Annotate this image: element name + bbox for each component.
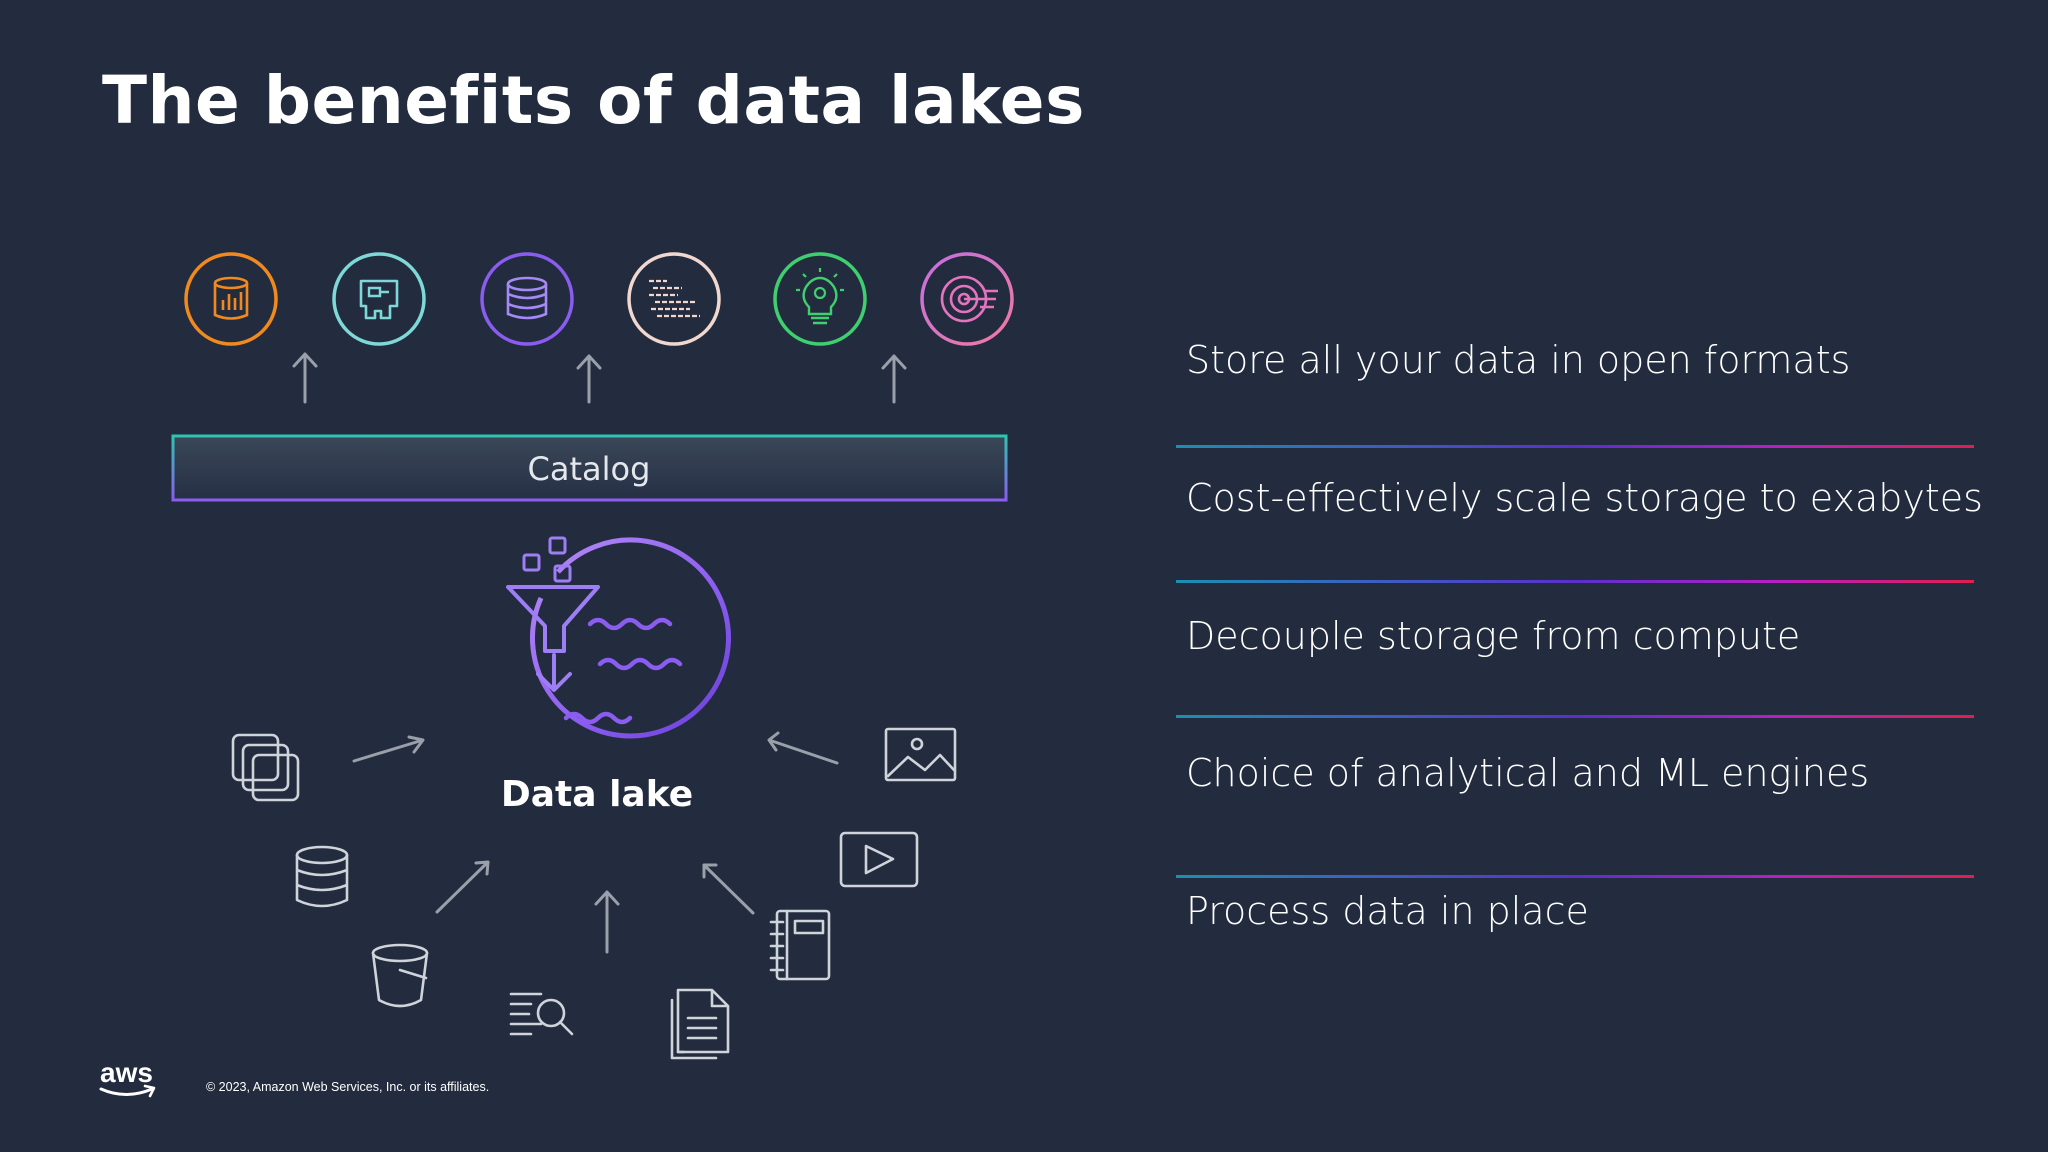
benefit-item: Store all your data in open formats <box>1186 338 1851 382</box>
search-list-icon <box>509 992 574 1036</box>
benefit-item: Decouple storage from compute <box>1186 614 1801 658</box>
slide-title: The benefits of data lakes <box>102 62 1085 139</box>
database-icon <box>295 845 349 908</box>
benefit-divider <box>1176 875 1974 878</box>
data-exchange-icon <box>332 252 426 346</box>
copyright-text: © 2023, Amazon Web Services, Inc. or its… <box>206 1080 490 1094</box>
aws-logo: aws <box>99 1057 156 1098</box>
up-arrow-left <box>292 352 318 404</box>
arrow-database-to-lake <box>435 860 490 914</box>
arrow-image-to-lake <box>767 731 839 765</box>
arrow-files-to-lake <box>352 735 425 763</box>
video-icon <box>839 831 919 888</box>
catalog-label: Catalog <box>528 450 651 488</box>
stacked-files-icon <box>231 733 300 802</box>
arrow-notebook-to-lake <box>702 863 755 915</box>
bucket-icon <box>371 943 429 1008</box>
benefit-item: Choice of analytical and ML engines <box>1186 751 1870 795</box>
document-text-icon <box>627 252 721 346</box>
catalog-bar: Catalog <box>171 434 1008 502</box>
aws-logo-text: aws <box>100 1057 153 1088</box>
benefit-divider <box>1176 580 1974 583</box>
lightbulb-gear-icon <box>773 252 867 346</box>
benefit-divider <box>1176 445 1974 448</box>
analytics-database-icon <box>184 252 278 346</box>
image-icon <box>884 727 957 782</box>
benefit-item: Cost-effectively scale storage to exabyt… <box>1186 476 1983 520</box>
notebook-icon <box>769 909 831 981</box>
data-lake-diagram: Catalog Data lake <box>171 252 1014 1060</box>
document-icon <box>670 988 730 1060</box>
data-lake-label: Data lake <box>501 774 693 815</box>
up-arrow-center <box>576 354 602 404</box>
benefit-divider <box>1176 715 1974 718</box>
up-arrow-right <box>881 354 907 404</box>
arrow-search-to-lake <box>594 890 620 954</box>
data-lake-icon <box>506 536 731 739</box>
benefit-item: Process data in place <box>1186 889 1589 933</box>
target-icon <box>920 252 1014 346</box>
database-icon <box>480 252 574 346</box>
